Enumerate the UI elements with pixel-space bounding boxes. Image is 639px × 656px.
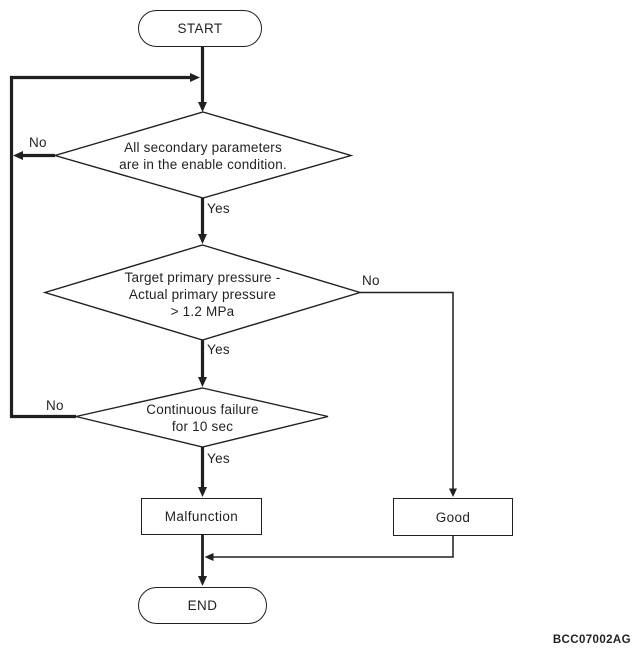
- arrowhead-merge-right: [190, 73, 200, 82]
- decision3-diamond-outline: [75, 387, 329, 448]
- decision3-yes-label: Yes: [207, 451, 230, 466]
- decision3-text-line1: Continuous failure: [146, 402, 259, 417]
- arrowhead-into-decision1: [198, 102, 207, 112]
- decision2-text-line1: Target primary pressure -: [124, 270, 281, 285]
- end-node: END: [138, 587, 267, 624]
- arrowhead-decision1-no: [13, 151, 23, 160]
- arrowhead-into-decision3: [198, 377, 207, 387]
- good-label: Good: [435, 509, 471, 525]
- decision2-text-line3: > 1.2 MPa: [170, 304, 235, 319]
- malfunction-label: Malfunction: [164, 509, 239, 524]
- malfunction-node: Malfunction: [141, 498, 262, 535]
- end-label: END: [187, 598, 218, 613]
- edge-decision2-no: [360, 291, 454, 490]
- good-node: Good: [393, 498, 513, 536]
- arrowhead-into-decision2: [198, 234, 207, 244]
- decision1-no-label: No: [29, 135, 47, 150]
- arrowhead-into-malfunction: [198, 487, 207, 497]
- decision2-no-label: No: [362, 273, 380, 288]
- arrowhead-into-good: [449, 488, 457, 497]
- decision1-text-line1: All secondary parameters: [124, 140, 282, 155]
- edge-good-to-merge: [212, 536, 454, 558]
- decision1-text-line2: are in the enable condition.: [119, 157, 287, 172]
- decision3-node: Continuous failure for 10 sec: [76, 401, 329, 435]
- decision3-no-label: No: [46, 398, 64, 413]
- start-node: START: [138, 10, 262, 47]
- figure-code: BCC07002AG: [552, 634, 631, 646]
- decision1-node: All secondary parameters are in the enab…: [55, 139, 351, 173]
- decision1-diamond-outline: [52, 111, 354, 199]
- decision2-text-line2: Actual primary pressure: [128, 287, 277, 302]
- decision2-node: Target primary pressure - Actual primary…: [45, 269, 360, 320]
- decision1-yes-label: Yes: [207, 201, 230, 216]
- decision2-yes-label: Yes: [207, 342, 230, 357]
- edge-loopback-left: [9, 75, 190, 419]
- arrowhead-good-merge-left: [204, 553, 214, 561]
- arrowhead-into-end: [198, 576, 207, 586]
- decision2-diamond-outline: [42, 244, 363, 341]
- decision3-text-line2: for 10 sec: [171, 419, 234, 434]
- start-label: START: [177, 21, 223, 36]
